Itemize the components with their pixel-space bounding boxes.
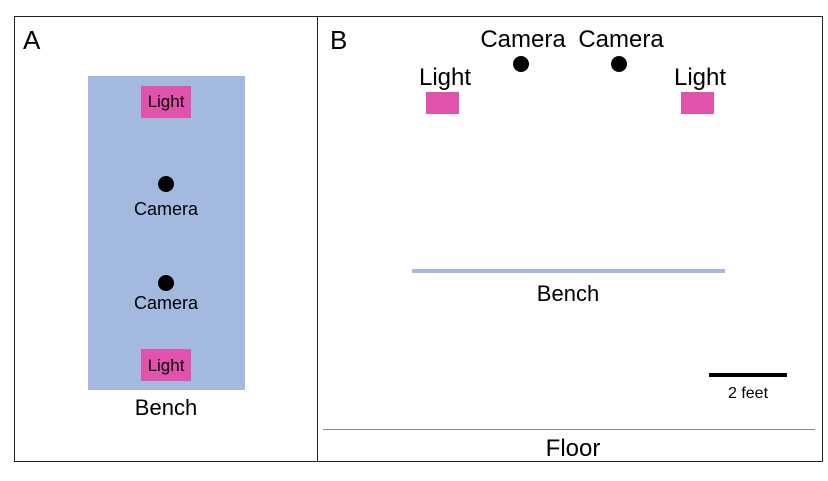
- light-left-box: [426, 92, 459, 114]
- camera-bottom-label: Camera: [133, 293, 199, 313]
- panel-b-letter: B: [330, 25, 348, 55]
- light-top-label: Light: [147, 92, 185, 111]
- light-bottom-label: Light: [147, 356, 185, 375]
- light-bottom-box: [141, 349, 191, 381]
- camera-top-dot: [158, 176, 174, 192]
- bench-label-b: Bench: [536, 281, 600, 306]
- panel-a-letter: A: [23, 25, 41, 55]
- camera-left-dot: [513, 56, 529, 72]
- floor-label: Floor: [545, 435, 601, 462]
- floor-line: [323, 429, 815, 430]
- light-right-label: Light: [673, 64, 727, 91]
- panel-b: B Camera Camera Light Light Bench 2 feet…: [317, 16, 823, 462]
- scale-bar: [709, 373, 787, 377]
- bench-top-view: [88, 76, 245, 390]
- camera-right-dot: [611, 56, 627, 72]
- bench-label-a: Bench: [134, 395, 198, 420]
- camera-top-label: Camera: [133, 199, 199, 219]
- camera-bottom-dot: [158, 275, 174, 291]
- light-top-box: [141, 86, 191, 118]
- camera-left-label: Camera: [480, 26, 566, 53]
- bench-side-line: [412, 269, 725, 273]
- light-left-label: Light: [418, 64, 472, 91]
- light-right-box: [681, 92, 714, 114]
- camera-right-label: Camera: [578, 26, 664, 53]
- panel-a: A Light Camera Camera Light Bench: [14, 16, 318, 462]
- scale-label: 2 feet: [727, 385, 769, 402]
